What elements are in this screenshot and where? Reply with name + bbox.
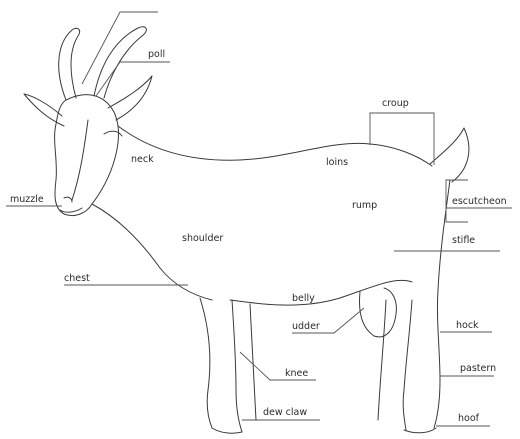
label-hock-group: hock <box>440 320 492 332</box>
label-rump-group: rump <box>352 200 377 211</box>
label-stifle: stifle <box>452 235 475 246</box>
label-pastern-group: pastern <box>440 363 496 376</box>
top-leader <box>82 12 158 84</box>
mouth <box>60 208 82 212</box>
topline <box>118 126 432 166</box>
label-croup: croup <box>382 98 409 109</box>
label-knee-group: knee <box>240 352 316 380</box>
label-hoof-group: hoof <box>436 413 490 426</box>
label-muzzle-group: muzzle <box>6 194 62 206</box>
label-neck-group: neck <box>131 154 154 165</box>
label-stifle-group: stifle <box>394 235 500 251</box>
label-poll-group: poll <box>82 12 170 96</box>
label-udder: udder <box>292 321 320 332</box>
tail <box>430 128 469 182</box>
front-leg-near-back <box>232 300 242 432</box>
eye <box>104 131 122 136</box>
throat-chest <box>92 204 212 300</box>
label-escutcheon: escutcheon <box>452 196 507 207</box>
label-loins-group: loins <box>326 157 348 168</box>
front-hoof-near <box>212 428 242 433</box>
label-pastern: pastern <box>460 363 496 374</box>
label-chest-group: chest <box>64 273 188 285</box>
rear-thigh <box>434 180 450 428</box>
face-ridge <box>72 120 88 200</box>
label-dew-claw: dew claw <box>263 407 307 418</box>
udder-shape <box>360 288 397 337</box>
label-muzzle: muzzle <box>10 194 44 205</box>
left-ear <box>24 94 64 126</box>
rear-leg-front <box>403 300 412 430</box>
label-knee: knee <box>285 368 308 379</box>
far-rear-leg <box>378 300 386 420</box>
front-leg-near-front <box>200 298 212 428</box>
nostril <box>64 197 72 202</box>
label-loins: loins <box>326 157 348 168</box>
label-shoulder: shoulder <box>182 233 223 244</box>
label-belly: belly <box>292 293 315 304</box>
poll-leader <box>96 62 170 96</box>
label-udder-group: udder <box>292 308 364 333</box>
label-escutcheon-group: escutcheon <box>446 180 512 222</box>
label-neck: neck <box>131 154 154 165</box>
label-hock: hock <box>456 320 479 331</box>
left-horn <box>59 28 80 100</box>
label-belly-group: belly <box>292 293 315 304</box>
rear-hoof <box>404 428 436 433</box>
label-hoof: hoof <box>458 413 480 424</box>
label-chest: chest <box>64 273 90 284</box>
croup-bracket <box>370 113 434 165</box>
label-rump: rump <box>352 200 377 211</box>
label-poll: poll <box>148 49 165 60</box>
label-croup-group: croup <box>370 98 434 165</box>
label-shoulder-group: shoulder <box>182 233 223 244</box>
goat-outline <box>24 27 469 433</box>
belly-line <box>230 280 412 305</box>
label-dew-claw-group: dew claw <box>242 407 320 420</box>
